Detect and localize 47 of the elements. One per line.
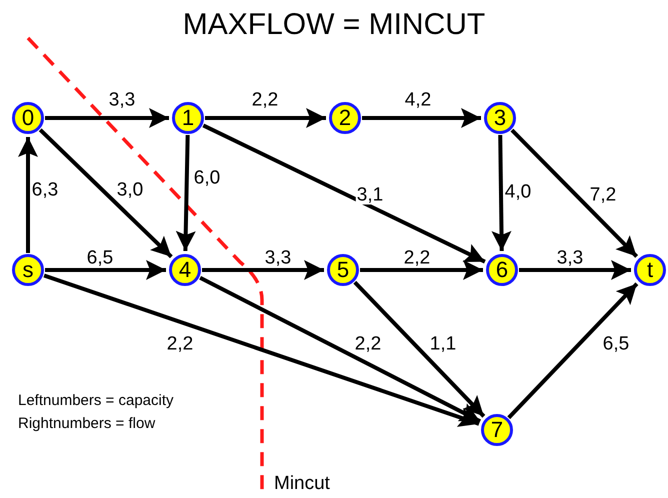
arrow bbox=[205, 108, 326, 128]
legend-note: Leftnumbers = capacity bbox=[18, 393, 174, 408]
edge-label: 2,2 bbox=[250, 90, 280, 110]
arrow bbox=[45, 108, 169, 128]
node-circle: 3 bbox=[484, 102, 516, 134]
arrow bbox=[202, 260, 324, 280]
node-circle: 5 bbox=[327, 254, 359, 286]
edge-label: 4,0 bbox=[504, 182, 532, 202]
arrow bbox=[492, 134, 512, 252]
arrow bbox=[202, 124, 486, 264]
node-circle: 6 bbox=[486, 254, 518, 286]
node-circle: s bbox=[12, 254, 44, 286]
cut-label: Mincut bbox=[274, 474, 330, 493]
edge-label: 7,2 bbox=[588, 186, 618, 204]
node-circle: 4 bbox=[169, 254, 201, 286]
node-circle: 7 bbox=[481, 414, 513, 446]
arrow bbox=[510, 128, 638, 258]
node-circle: t bbox=[634, 254, 666, 286]
edge-label: 3,3 bbox=[264, 248, 292, 268]
node-circle: 2 bbox=[329, 102, 361, 134]
edge-label: 6,5 bbox=[602, 334, 630, 354]
arrow bbox=[362, 108, 481, 128]
title: MAXFLOW = MINCUT bbox=[182, 8, 486, 42]
edge-label: 6,3 bbox=[30, 180, 60, 200]
arrow bbox=[45, 260, 166, 280]
edge-label: 3,3 bbox=[556, 248, 584, 268]
edge-label: 3,0 bbox=[116, 180, 144, 200]
edge-label: 6,0 bbox=[192, 168, 222, 188]
edge-label: 2,2 bbox=[354, 334, 382, 354]
edge-label: 6,5 bbox=[86, 248, 114, 268]
node-circle: 1 bbox=[172, 102, 204, 134]
edge-label: 3,1 bbox=[356, 186, 384, 204]
node-circle: 0 bbox=[12, 102, 44, 134]
edge-label: 1,1 bbox=[428, 334, 458, 354]
edge-label: 2,2 bbox=[402, 248, 432, 268]
arrow bbox=[360, 260, 483, 280]
arrow bbox=[38, 128, 173, 258]
arrow bbox=[519, 260, 631, 280]
arrow bbox=[199, 276, 481, 424]
arrow bbox=[18, 137, 38, 253]
edge-label: 2,2 bbox=[166, 334, 194, 354]
edge-label: 4,2 bbox=[404, 90, 432, 110]
arrow bbox=[353, 280, 486, 418]
arrow bbox=[507, 282, 638, 420]
legend-note: Rightnumbers = flow bbox=[18, 416, 156, 431]
arrow bbox=[176, 134, 196, 252]
edge-label: 3,3 bbox=[108, 90, 136, 110]
